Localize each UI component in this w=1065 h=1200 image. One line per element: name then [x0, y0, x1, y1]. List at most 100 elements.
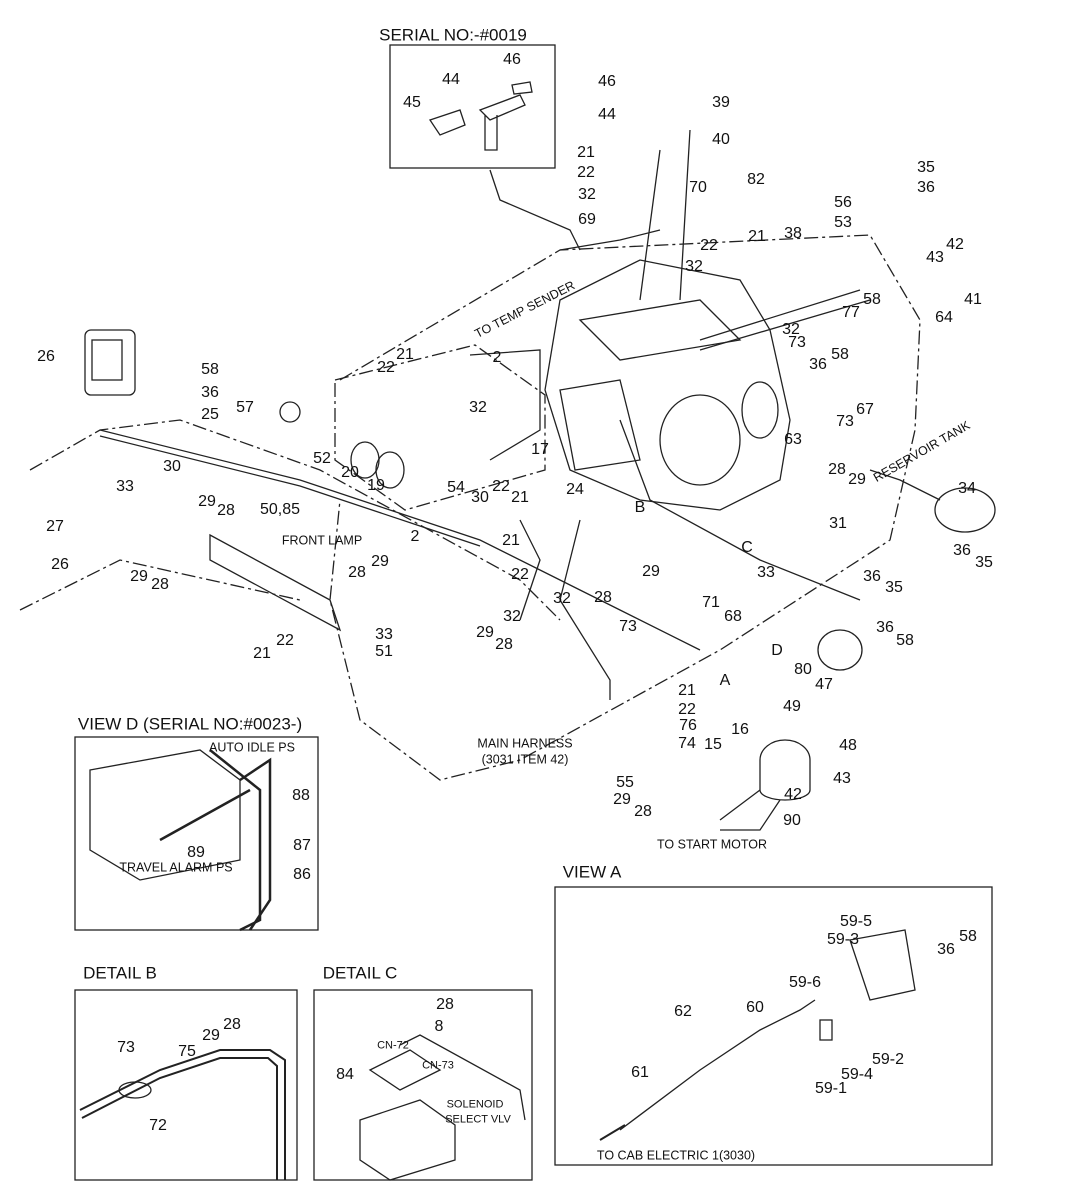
- callout-number: 36: [953, 542, 971, 559]
- callout-number: 19: [367, 477, 385, 494]
- callout-number: 29: [642, 563, 660, 580]
- callout-number: 67: [856, 401, 874, 418]
- callout-number: 36: [937, 941, 955, 958]
- callout-number: 70: [689, 179, 707, 196]
- callout-number: 61: [631, 1064, 649, 1081]
- view-a-frame: [554, 886, 993, 1166]
- callout-number: 49: [783, 698, 801, 715]
- callout-number: 89: [187, 844, 205, 861]
- callout-number: 36: [863, 568, 881, 585]
- callout-number: 73: [117, 1039, 135, 1056]
- callout-number: 29: [198, 493, 216, 510]
- callout-number: 33: [375, 626, 393, 643]
- view-a-title: VIEW A: [562, 862, 622, 882]
- callout-number: 28: [217, 502, 235, 519]
- callout-number: 53: [834, 214, 852, 231]
- callout-number: 32: [578, 186, 596, 203]
- callout-number: 22: [678, 701, 696, 718]
- callout-number: 52: [313, 450, 331, 467]
- callout-number: 46: [503, 51, 521, 68]
- callout-number: 50,85: [259, 501, 301, 518]
- callout-number: 29: [613, 791, 631, 808]
- note-cn72: CN-72: [377, 1039, 409, 1052]
- detail-b-frame: [74, 989, 298, 1181]
- callout-number: 2: [492, 349, 502, 366]
- callout-number: 40: [712, 131, 730, 148]
- callout-number: 88: [292, 787, 310, 804]
- serial-inset-frame: [389, 44, 556, 169]
- callout-number: 45: [403, 94, 421, 111]
- callout-number: 58: [831, 346, 849, 363]
- callout-number: 90: [783, 812, 801, 829]
- callout-number: 59-4: [840, 1066, 874, 1083]
- callout-number: 21: [253, 645, 271, 662]
- detail-c-title: DETAIL C: [322, 963, 398, 983]
- callout-number: 21: [748, 228, 766, 245]
- callout-number: 77: [842, 304, 860, 321]
- callout-number: 20: [341, 464, 359, 481]
- callout-number: 42: [784, 786, 802, 803]
- callout-number: D: [771, 642, 783, 659]
- note-front-lamp: FRONT LAMP: [281, 533, 363, 548]
- callout-number: 54: [447, 479, 465, 496]
- callout-number: 58: [863, 291, 881, 308]
- callout-number: 29: [202, 1027, 220, 1044]
- callout-number: 39: [712, 94, 730, 111]
- callout-number: 28: [634, 803, 652, 820]
- callout-number: 21: [502, 532, 520, 549]
- callout-number: 44: [598, 106, 616, 123]
- callout-number: 60: [746, 999, 764, 1016]
- callout-number: 74: [678, 735, 696, 752]
- callout-number: 22: [577, 164, 595, 181]
- callout-number: 36: [876, 619, 894, 636]
- callout-number: 33: [116, 478, 134, 495]
- callout-number: 16: [731, 721, 749, 738]
- callout-number: 28: [151, 576, 169, 593]
- callout-number: 30: [163, 458, 181, 475]
- callout-number: 32: [503, 608, 521, 625]
- callout-number: 25: [201, 406, 219, 423]
- callout-number: 73: [788, 334, 806, 351]
- callout-number: 36: [809, 356, 827, 373]
- callout-number: 43: [926, 249, 944, 266]
- callout-number: 26: [37, 348, 55, 365]
- callout-number: 58: [959, 928, 977, 945]
- callout-number: 28: [828, 461, 846, 478]
- callout-number: 27: [46, 518, 64, 535]
- callout-number: 58: [896, 632, 914, 649]
- callout-number: 31: [829, 515, 847, 532]
- callout-number: 69: [578, 211, 596, 228]
- callout-number: 59-6: [788, 974, 822, 991]
- callout-number: 29: [476, 624, 494, 641]
- callout-number: A: [719, 672, 731, 689]
- callout-number: 28: [495, 636, 513, 653]
- view-d-title: VIEW D (SERIAL NO:#0023-): [77, 714, 303, 734]
- note-select-vlv: SELECT VLV: [445, 1113, 511, 1126]
- note-to-start-motor: TO START MOTOR: [657, 837, 767, 852]
- callout-number: 26: [51, 556, 69, 573]
- callout-number: 38: [784, 225, 802, 242]
- detail-c-frame: [313, 989, 533, 1181]
- callout-number: 87: [293, 837, 311, 854]
- callout-number: 29: [371, 553, 389, 570]
- callout-number: 36: [201, 384, 219, 401]
- callout-number: 57: [236, 399, 254, 416]
- callout-number: 42: [946, 236, 964, 253]
- callout-number: 21: [678, 682, 696, 699]
- note-auto-idle-ps: AUTO IDLE PS: [209, 740, 295, 755]
- callout-number: 51: [375, 643, 393, 660]
- callout-number: 68: [724, 608, 742, 625]
- callout-number: 80: [794, 661, 812, 678]
- callout-number: 84: [336, 1066, 354, 1083]
- callout-number: 59-5: [839, 913, 873, 930]
- callout-number: 15: [704, 736, 722, 753]
- callout-number: 21: [396, 346, 414, 363]
- callout-number: 56: [834, 194, 852, 211]
- callout-number: 72: [149, 1117, 167, 1134]
- callout-number: 22: [492, 478, 510, 495]
- callout-number: 8: [434, 1018, 444, 1035]
- callout-number: 63: [784, 431, 802, 448]
- callout-number: 71: [702, 594, 720, 611]
- callout-number: 17: [531, 441, 549, 458]
- callout-number: 30: [471, 489, 489, 506]
